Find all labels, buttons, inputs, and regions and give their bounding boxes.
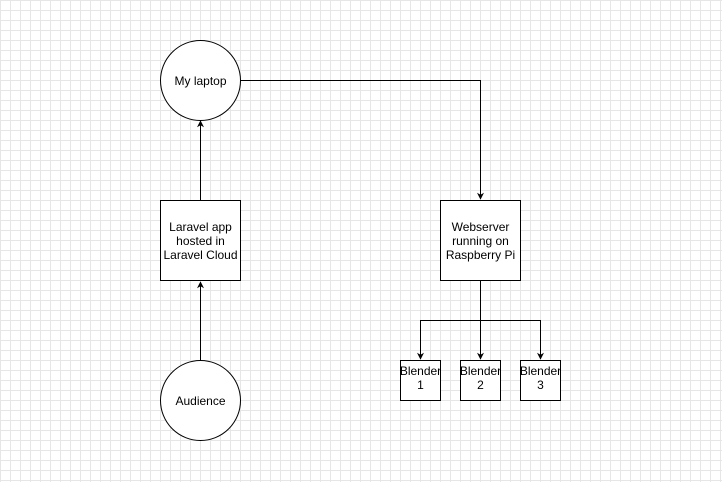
node-blender-2[interactable]: Blender 2	[460, 360, 501, 401]
edge-webserver-to-blender-3[interactable]	[480, 280, 544, 360]
node-blender-3-label: Blender 3	[519, 363, 562, 392]
node-webserver[interactable]: Webserver running on Raspberry Pi	[440, 200, 521, 281]
node-my-laptop[interactable]: My laptop	[160, 40, 241, 121]
node-blender-2-label: Blender 2	[459, 363, 502, 392]
edge-webserver-to-blender-1[interactable]	[417, 280, 481, 360]
edge-laptop-to-webserver[interactable]	[240, 80, 484, 200]
node-laravel-app[interactable]: Laravel app hosted in Laravel Cloud	[160, 200, 241, 281]
node-audience-label: Audience	[175, 393, 226, 408]
node-my-laptop-label: My laptop	[174, 73, 227, 88]
node-blender-1-label: Blender 1	[399, 363, 442, 392]
node-blender-3[interactable]: Blender 3	[520, 360, 561, 401]
node-webserver-label: Webserver running on Raspberry Pi	[445, 219, 516, 262]
node-blender-1[interactable]: Blender 1	[400, 360, 441, 401]
node-laravel-app-label: Laravel app hosted in Laravel Cloud	[163, 219, 238, 262]
node-audience[interactable]: Audience	[160, 360, 241, 441]
